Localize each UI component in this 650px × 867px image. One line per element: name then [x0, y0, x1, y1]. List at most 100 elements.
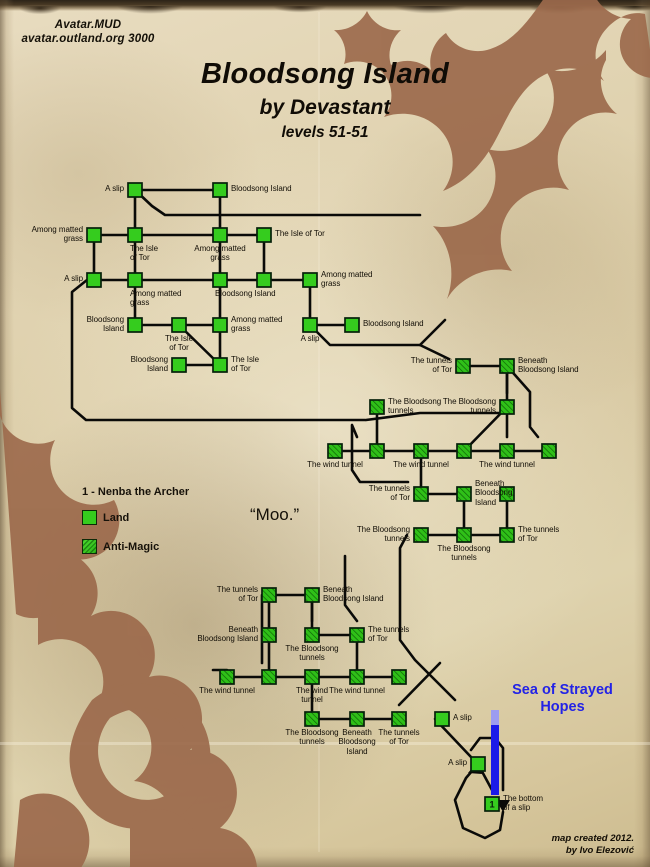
room-label: Beneath Bloodsong Island: [338, 728, 376, 756]
room-node-land[interactable]: [212, 182, 228, 198]
room-node-antimagic[interactable]: [413, 486, 429, 502]
credit-line1: map created 2012.: [551, 833, 634, 844]
room-label: The Isle of Tor: [275, 229, 325, 239]
room-node-land[interactable]: [302, 272, 318, 288]
room-label: A slip: [105, 184, 124, 194]
room-node-land[interactable]: [256, 227, 272, 243]
room-node-antimagic[interactable]: [499, 399, 515, 415]
legend-antimagic-label: Anti-Magic: [103, 541, 160, 553]
credit-line2: by Ivo Elezović: [565, 845, 634, 856]
room-node-antimagic[interactable]: [304, 669, 320, 685]
sea-label: Sea of Strayed Hopes: [490, 682, 635, 716]
room-node-land[interactable]: [434, 711, 450, 727]
map-author: by Devastant: [259, 96, 391, 119]
room-node-antimagic[interactable]: [499, 443, 515, 459]
corridor-cross-right: [397, 661, 442, 707]
corridor-wind-dropdown: [350, 423, 410, 484]
room-node-land[interactable]: [212, 227, 228, 243]
flourish-bottom-left-icon: [0, 389, 257, 867]
room-node-antimagic[interactable]: [456, 486, 472, 502]
room-node-antimagic[interactable]: [499, 486, 515, 502]
flourish-top-right-icon: [334, 0, 650, 299]
room-label: Beneath Bloodsong Island: [475, 478, 513, 507]
room-label: The Bloodsong tunnels: [388, 396, 442, 415]
room-node-antimagic[interactable]: [456, 527, 472, 543]
room-node-land[interactable]: [127, 272, 143, 288]
room-label: The wind tunnel: [329, 686, 385, 695]
room-node-antimagic[interactable]: [327, 443, 343, 459]
corridor-band-to-wind: [364, 411, 502, 422]
room-node-antimagic[interactable]: [456, 443, 472, 459]
room-node-antimagic[interactable]: [304, 627, 320, 643]
room-node-land[interactable]: [212, 272, 228, 288]
room-label: The Bloodsong tunnels: [437, 544, 491, 563]
room-label: The bottom of a slip: [503, 793, 543, 812]
room-node-land[interactable]: [171, 357, 187, 373]
corridor-aslip-to-east: [133, 188, 422, 217]
room-node-antimagic[interactable]: [499, 527, 515, 543]
room-node-antimagic[interactable]: [369, 399, 385, 415]
room-node-land[interactable]: [344, 317, 360, 333]
room-label: A slip: [448, 758, 467, 768]
room-node-antimagic[interactable]: [369, 443, 385, 459]
room-node-antimagic[interactable]: [499, 358, 515, 374]
room-label: The Bloodsong tunnels: [442, 396, 496, 415]
server-info: Avatar.MUD avatar.outland.org 3000: [8, 18, 168, 46]
room-label: A slip: [300, 334, 320, 343]
room-node-antimagic[interactable]: [391, 669, 407, 685]
room-label: Bloodsong Island: [215, 289, 276, 298]
room-node-antimagic[interactable]: [261, 627, 277, 643]
room-node-antimagic[interactable]: [304, 587, 320, 603]
room-node-antimagic[interactable]: [413, 443, 429, 459]
room-label: The Isle of Tor: [164, 334, 194, 353]
room-node-antimagic[interactable]: [413, 527, 429, 543]
room-label: Among matted grass: [194, 244, 246, 263]
map-levels: levels 51-51: [281, 124, 369, 141]
room-node-land[interactable]: [484, 796, 500, 812]
room-node-antimagic[interactable]: [349, 627, 365, 643]
room-label: Beneath Bloodsong Island: [323, 584, 384, 603]
room-node-land[interactable]: [302, 317, 318, 333]
room-node-antimagic[interactable]: [261, 587, 277, 603]
map-credit: map created 2012. by Ivo Elezović: [552, 833, 634, 857]
room-node-land[interactable]: [256, 272, 272, 288]
room-label: Bloodsong Island: [86, 314, 124, 333]
room-marker-number: 1: [489, 800, 495, 811]
legend-antimagic-swatch: [82, 539, 97, 554]
room-label: The tunnels of Tor: [378, 728, 420, 747]
room-node-land[interactable]: [86, 227, 102, 243]
room-node-land[interactable]: [470, 756, 486, 772]
room-node-antimagic[interactable]: [349, 669, 365, 685]
room-label: The wind tunnel: [307, 460, 363, 469]
room-node-land[interactable]: [171, 317, 187, 333]
room-label: Beneath Bloodsong Island: [197, 624, 258, 643]
parchment-right-edge: [634, 0, 650, 867]
room-node-antimagic[interactable]: [219, 669, 235, 685]
room-label: Beneath Bloodsong Island: [518, 355, 579, 374]
long-corridors: [70, 188, 540, 840]
corridor-tunnels-diag: [343, 554, 359, 623]
room-node-land[interactable]: [212, 357, 228, 373]
room-node-antimagic[interactable]: [349, 711, 365, 727]
room-node-land[interactable]: [212, 317, 228, 333]
legend-land-swatch: [82, 510, 97, 525]
room-nodes: 1: [86, 182, 557, 812]
room-label: The wind tunnel: [295, 686, 329, 705]
sea-label-line2: Hopes: [540, 699, 585, 715]
room-node-antimagic[interactable]: [455, 358, 471, 374]
room-node-antimagic[interactable]: [391, 711, 407, 727]
room-node-antimagic[interactable]: [541, 443, 557, 459]
room-node-land[interactable]: [127, 182, 143, 198]
corridor-bottom-loop: [453, 762, 505, 840]
room-node-antimagic[interactable]: [304, 711, 320, 727]
server-address: avatar.outland.org 3000: [21, 33, 155, 45]
room-label: Bloodsong Island: [231, 184, 292, 194]
room-label: The Bloodsong tunnels: [356, 524, 410, 543]
corridor-west-loop: [70, 278, 367, 422]
room-node-antimagic[interactable]: [261, 669, 277, 685]
room-node-land[interactable]: [127, 317, 143, 333]
room-node-land[interactable]: [86, 272, 102, 288]
room-node-land[interactable]: [127, 227, 143, 243]
